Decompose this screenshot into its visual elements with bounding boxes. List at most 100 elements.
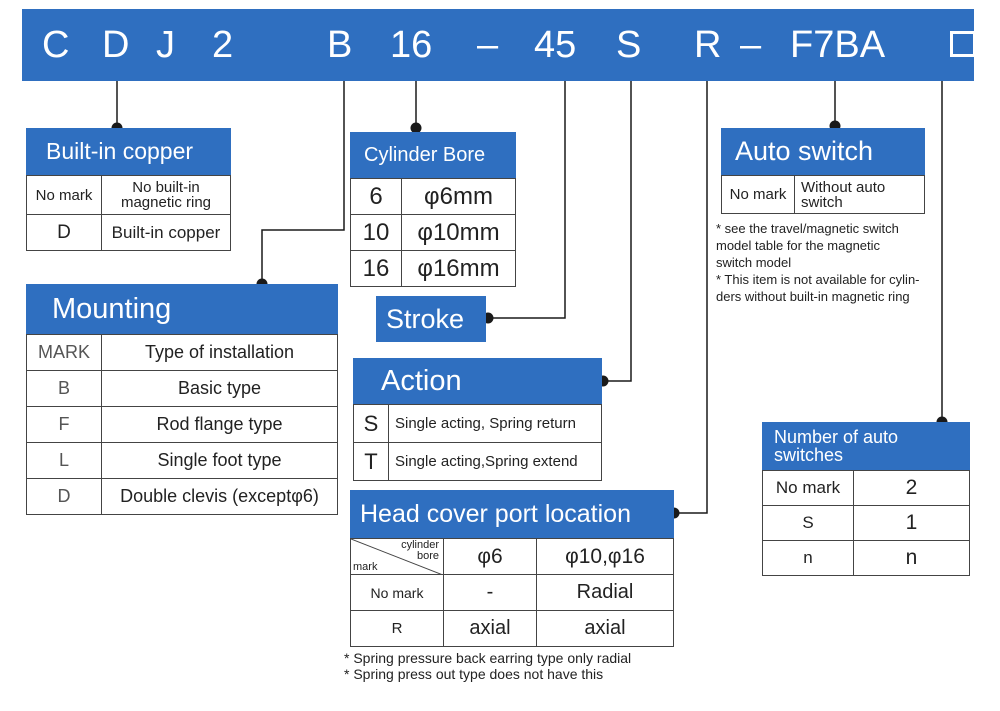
mounting-mark-cell: F <box>26 406 102 443</box>
autoswitch-note-line: ders without built-in magnetic ring <box>716 289 910 304</box>
table-row: T Single acting,Spring extend <box>353 442 602 481</box>
table-row: No mark Without auto switch <box>721 175 925 214</box>
code-seg-dash-2: – <box>740 24 762 66</box>
autoswitch-table: No mark Without auto switch <box>721 175 925 214</box>
headcover-col-header: φ10,φ16 <box>536 538 674 575</box>
mounting-mark-cell: B <box>26 370 102 407</box>
builtin-mark-cell: No mark <box>26 175 102 215</box>
numswitch-count-cell: 2 <box>853 470 970 506</box>
code-seg-switch: F7BA <box>790 24 886 66</box>
action-table: S Single acting, Spring return T Single … <box>353 404 602 481</box>
bore-size-cell: φ16mm <box>401 250 516 287</box>
table-row: No mark 2 <box>762 470 970 506</box>
headcover-mark-cell: R <box>350 610 444 647</box>
autoswitch-note-line: switch model <box>716 255 792 270</box>
table-row: No mark No built-in magnetic ring <box>26 175 231 215</box>
code-seg-stroke: 45 <box>534 24 577 66</box>
mounting-table: MARK Type of installation B Basic type F… <box>26 334 338 515</box>
code-seg-action: S <box>616 24 642 66</box>
code-seg-bore: 16 <box>390 24 433 66</box>
table-row: R axial axial <box>350 610 674 647</box>
action-title: Action <box>353 358 602 404</box>
mounting-type-cell: Rod flange type <box>101 406 338 443</box>
connector-stroke <box>488 81 566 319</box>
numswitch-mark-cell: No mark <box>762 470 854 506</box>
code-seg-2: 2 <box>212 24 234 66</box>
table-row: S Single acting, Spring return <box>353 404 602 443</box>
builtin-desc-cell: No built-in magnetic ring <box>101 175 231 215</box>
autoswitch-title: Auto switch <box>721 128 925 175</box>
headcover-col-header: φ6 <box>443 538 537 575</box>
table-row: 16 φ16mm <box>350 250 516 287</box>
mounting-mark-cell: L <box>26 442 102 479</box>
headcover-note-line: * Spring pressure back earring type only… <box>344 650 632 666</box>
table-row: B Basic type <box>26 370 338 407</box>
table-row: L Single foot type <box>26 442 338 479</box>
headcover-value-cell: - <box>443 574 537 611</box>
table-row: S 1 <box>762 505 970 541</box>
builtin-desc-cell: Built-in copper <box>101 214 231 251</box>
action-desc-cell: Single acting, Spring return <box>388 404 602 443</box>
diagonal-line-icon <box>351 539 443 575</box>
table-row: F Rod flange type <box>26 406 338 443</box>
bore-title: Cylinder Bore <box>350 132 516 178</box>
headcover-value-cell: axial <box>536 610 674 647</box>
bore-mark-cell: 6 <box>350 178 402 215</box>
table-row: cylinder bore mark φ6 φ10,φ16 <box>350 538 674 575</box>
table-row: 6 φ6mm <box>350 178 516 215</box>
code-seg-d: D <box>102 24 130 66</box>
code-seg-j: J <box>156 24 175 66</box>
mounting-header-type: Type of installation <box>101 334 338 371</box>
mounting-mark-cell: D <box>26 478 102 515</box>
code-seg-dash-1: – <box>477 24 499 66</box>
bore-table: 6 φ6mm 10 φ10mm 16 φ16mm <box>350 178 516 287</box>
action-desc-cell: Single acting,Spring extend <box>388 442 602 481</box>
headcover-diag-bottom: mark <box>353 561 378 573</box>
bore-mark-cell: 10 <box>350 214 402 251</box>
headcover-diagonal-cell: cylinder bore mark <box>350 538 444 575</box>
connector-action <box>603 81 632 382</box>
headcover-diag-top: cylinder bore <box>401 539 439 562</box>
mounting-type-cell: Double clevis (exceptφ6) <box>101 478 338 515</box>
headcover-mark-cell: No mark <box>350 574 444 611</box>
action-mark-cell: S <box>353 404 389 443</box>
headcover-value-cell: Radial <box>536 574 674 611</box>
autoswitch-desc-cell: Without auto switch <box>794 175 925 214</box>
headcover-table: cylinder bore mark φ6 φ10,φ16 No mark - … <box>350 538 674 647</box>
mounting-header-mark: MARK <box>26 334 102 371</box>
numswitch-mark-cell: n <box>762 540 854 576</box>
action-mark-cell: T <box>353 442 389 481</box>
code-seg-port: R <box>694 24 722 66</box>
builtin-table: No mark No built-in magnetic ring D Buil… <box>26 175 231 251</box>
dot-bore <box>410 122 422 134</box>
table-row: MARK Type of installation <box>26 334 338 371</box>
numswitch-title: Number of auto switches <box>762 422 970 470</box>
headcover-notes: * Spring pressure back earring type only… <box>344 650 631 682</box>
autoswitch-note-line: * This item is not available for cylin- <box>716 272 920 287</box>
headcover-value-cell: axial <box>443 610 537 647</box>
table-row: No mark - Radial <box>350 574 674 611</box>
mounting-title: Mounting <box>26 284 338 334</box>
connector-headcover <box>674 81 708 514</box>
headcover-title: Head cover port location <box>350 490 674 538</box>
mounting-type-cell: Single foot type <box>101 442 338 479</box>
code-seg-switch-count-box <box>950 31 976 57</box>
stroke-title: Stroke <box>376 296 486 342</box>
numswitch-count-cell: 1 <box>853 505 970 541</box>
numswitch-count-cell: n <box>853 540 970 576</box>
bore-size-cell: φ6mm <box>401 178 516 215</box>
numswitch-mark-cell: S <box>762 505 854 541</box>
table-row: 10 φ10mm <box>350 214 516 251</box>
autoswitch-note-line: * see the travel/magnetic switch <box>716 221 899 236</box>
table-row: n n <box>762 540 970 576</box>
table-row: D Built-in copper <box>26 214 231 251</box>
autoswitch-notes: * see the travel/magnetic switch model t… <box>716 220 920 305</box>
connector-mounting <box>261 81 345 284</box>
code-seg-b: B <box>327 24 353 66</box>
builtin-title: Built-in copper <box>26 128 231 175</box>
bore-size-cell: φ10mm <box>401 214 516 251</box>
builtin-mark-cell: D <box>26 214 102 251</box>
model-code-bar: C D J 2 B 16 – 45 S R – F7BA <box>22 9 976 81</box>
autoswitch-note-line: model table for the magnetic <box>716 238 881 253</box>
mounting-type-cell: Basic type <box>101 370 338 407</box>
